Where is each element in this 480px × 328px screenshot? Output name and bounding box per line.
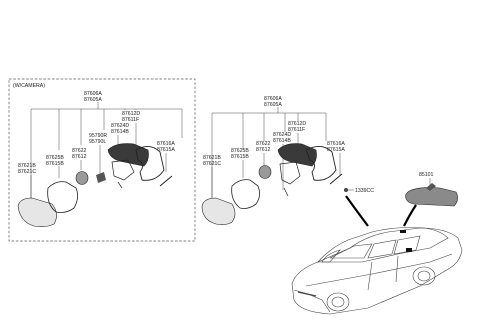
mirror-housing-part bbox=[135, 146, 165, 181]
part-label-87621c: 87621C bbox=[18, 169, 36, 175]
r-side-repeater-part bbox=[258, 165, 272, 179]
car-inside-mirror-spot bbox=[400, 230, 406, 233]
r-part-label-87612d: 87612D bbox=[288, 121, 306, 127]
screw-part bbox=[344, 188, 348, 192]
screw-label: 1339CC bbox=[355, 188, 374, 194]
camera-variant-group: (W/CAMERA) 87606A 87605A 87621B 87621C 8… bbox=[8, 78, 196, 242]
assembly-bracket bbox=[30, 102, 183, 198]
r-part-label-87622: 87622 bbox=[256, 141, 271, 147]
part-label-87615b: 87615B bbox=[46, 161, 64, 167]
r-part-label-87612: 87612 bbox=[256, 147, 271, 153]
r-part-label-87621c: 87621C bbox=[203, 161, 221, 167]
gasket-part bbox=[159, 175, 173, 187]
r-assembly-bracket bbox=[211, 107, 327, 200]
part-label-87612: 87612 bbox=[72, 154, 87, 160]
part-label-87615a: 87615A bbox=[157, 147, 175, 153]
actuator-part bbox=[111, 159, 135, 189]
part-label-87622: 87622 bbox=[72, 148, 87, 154]
r-part-label-87614b: 87614B bbox=[273, 138, 291, 144]
assembly-label-bottom: 87605A bbox=[84, 97, 102, 103]
car-side-mirror-spot bbox=[406, 248, 412, 252]
r-mirror-cover-part bbox=[277, 143, 317, 167]
r-part-label-87611f: 87611F bbox=[288, 127, 305, 133]
r-mirror-glass-part bbox=[201, 197, 236, 225]
part-label-95790l: 95790L bbox=[89, 139, 106, 145]
part-label-87621b: 87621B bbox=[18, 163, 36, 169]
pointer-arrow-inside-mirror bbox=[403, 204, 417, 227]
side-repeater-part bbox=[75, 171, 89, 185]
r-part-label-87616a: 87616A bbox=[327, 141, 345, 147]
r-part-label-87624d: 87624D bbox=[273, 132, 291, 138]
inside-mirror-mount bbox=[426, 183, 436, 191]
pointer-arrow-side-mirror bbox=[345, 195, 369, 227]
inside-mirror-part bbox=[405, 187, 458, 207]
part-label-87612d: 87612D bbox=[122, 111, 140, 117]
variant-label: (W/CAMERA) bbox=[13, 83, 45, 89]
r-assembly-label-top: 87606A bbox=[264, 96, 282, 102]
inside-mirror-group: 85101 bbox=[405, 172, 458, 207]
mirror-holder-part bbox=[47, 181, 78, 213]
part-label-95790r: 95790R bbox=[89, 133, 107, 139]
standard-variant-group: 87606A 87605A 87621B 87621C 87625B 87615… bbox=[201, 96, 374, 225]
r-part-label-87615b: 87615B bbox=[231, 154, 249, 160]
r-assembly-label-bottom: 87605A bbox=[264, 102, 282, 108]
r-part-label-87621b: 87621B bbox=[203, 155, 221, 161]
inner-mirror-label: 85101 bbox=[419, 172, 434, 178]
camera-part bbox=[96, 172, 106, 183]
part-label-87614b: 87614B bbox=[111, 129, 129, 135]
r-actuator-part bbox=[279, 161, 301, 197]
r-mirror-holder-part bbox=[231, 179, 260, 209]
r-leader-lines bbox=[211, 133, 341, 200]
part-label-87611f: 87611F bbox=[122, 117, 139, 123]
r-part-label-87615a: 87615A bbox=[327, 147, 345, 153]
r-gasket-part bbox=[329, 173, 343, 185]
camera-variant-frame bbox=[8, 78, 196, 242]
assembly-label-top: 87606A bbox=[84, 91, 102, 97]
mirror-glass-part bbox=[17, 197, 57, 227]
r-part-label-87625b: 87625B bbox=[231, 148, 249, 154]
part-label-87624d: 87624D bbox=[111, 123, 129, 129]
car-illustration bbox=[291, 227, 463, 315]
part-label-87616a: 87616A bbox=[157, 141, 175, 147]
r-mirror-housing-part bbox=[305, 146, 337, 181]
part-label-87625b: 87625B bbox=[46, 155, 64, 161]
